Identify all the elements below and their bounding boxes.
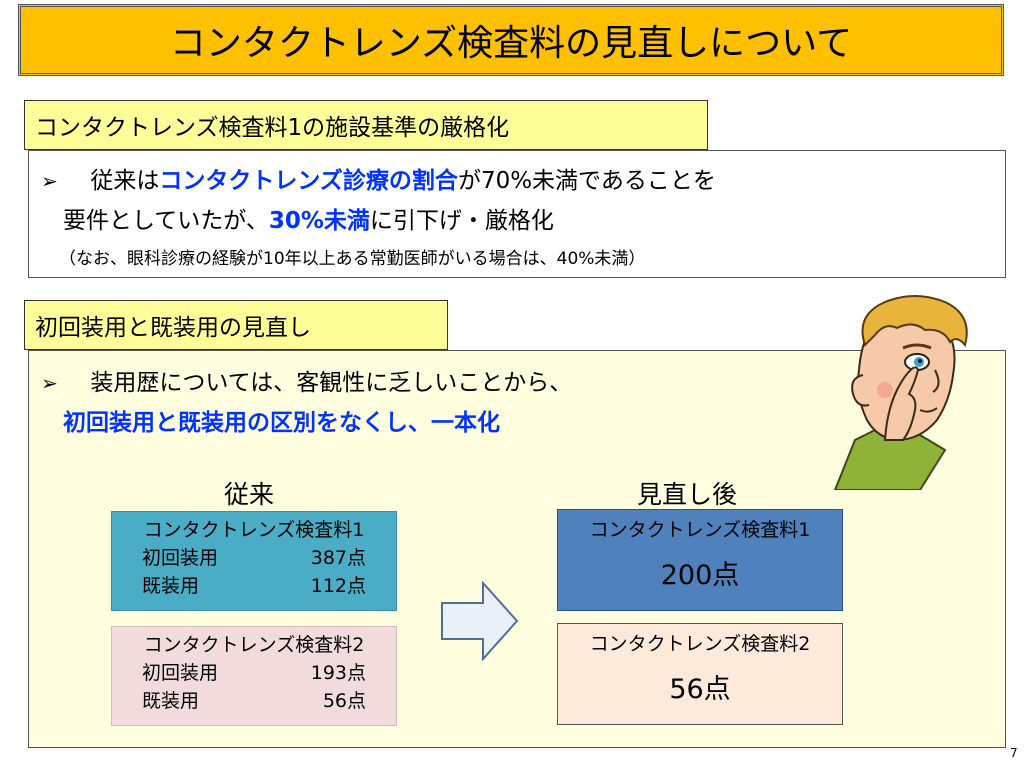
before-box1-row: 初回装用 387点 [112, 544, 396, 572]
contact-lens-person-illustration [833, 295, 968, 490]
section2-label-text: 初回装用と既装用の見直し [35, 315, 311, 341]
section1-line2-post: に引下げ・厳格化 [369, 208, 554, 234]
after-box2-value: 56点 [669, 674, 731, 705]
section1-note: （なお、眼科診療の経験が10年以上ある常勤医師がいる場合は、40%未満） [59, 249, 646, 269]
section2-panel: ➢ 装用歴については、客観性に乏しいことから、 初回装用と既装用の区別をなくし、… [28, 350, 1006, 748]
section1-line1-pre: 従来は [90, 168, 160, 194]
after-box2-title: コンタクトレンズ検査料2 [589, 633, 811, 655]
bullet-icon: ➢ [41, 371, 58, 395]
section1-line2: 要件としていたが、30%未満に引下げ・厳格化 [63, 201, 554, 235]
section1-line1: ➢ 従来はコンタクトレンズ診療の割合が70%未満であることを [41, 161, 716, 195]
before-box2-title: コンタクトレンズ検査料2 [143, 634, 365, 656]
section2-line2: 初回装用と既装用の区別をなくし、一本化 [63, 410, 500, 436]
after-box2: コンタクトレンズ検査料2 56点 [557, 623, 843, 725]
before-box2-row2-label: 既装用 [142, 690, 200, 712]
page-number: 7 [1010, 746, 1018, 760]
before-box1-row: 既装用 112点 [112, 572, 396, 600]
before-box1-row1-value: 387点 [310, 547, 366, 569]
after-box1: コンタクトレンズ検査料1 200点 [557, 509, 843, 611]
section2-line1-text: 装用歴については、客観性に乏しいことから、 [90, 370, 573, 396]
bullet-icon: ➢ [41, 169, 58, 193]
before-box2-row2-value: 56点 [322, 690, 366, 712]
slide-title: コンタクトレンズ検査料の見直しについて [169, 23, 853, 64]
section1-label-text: コンタクトレンズ検査料1の施設基準の厳格化 [35, 115, 510, 141]
before-box2: コンタクトレンズ検査料2 初回装用 193点 既装用 56点 [111, 626, 397, 726]
before-box1-row2-value: 112点 [310, 575, 366, 597]
after-box1-value: 200点 [660, 560, 740, 591]
before-box1-title: コンタクトレンズ検査料1 [143, 519, 365, 541]
before-box2-row1-label: 初回装用 [142, 662, 219, 684]
section2-label: 初回装用と既装用の見直し [24, 300, 448, 350]
right-arrow-icon [441, 581, 519, 661]
before-box1: コンタクトレンズ検査料1 初回装用 387点 既装用 112点 [111, 511, 397, 611]
before-box1-row2-label: 既装用 [142, 575, 200, 597]
slide-title-banner: コンタクトレンズ検査料の見直しについて [18, 4, 1004, 76]
after-heading: 見直し後 [637, 480, 738, 509]
section1-label: コンタクトレンズ検査料1の施設基準の厳格化 [24, 100, 708, 150]
section1-panel: ➢ 従来はコンタクトレンズ診療の割合が70%未満であることを 要件としていたが、… [28, 150, 1006, 278]
section1-line1-emphasis: コンタクトレンズ診療の割合 [159, 168, 458, 194]
before-box1-row1-label: 初回装用 [142, 547, 219, 569]
after-box1-title: コンタクトレンズ検査料1 [589, 519, 811, 541]
before-heading: 従来 [224, 480, 275, 509]
section1-line2-emphasis: 30%未満 [268, 208, 370, 234]
section1-line1-post: が70%未満であることを [457, 168, 716, 194]
section2-line1: ➢ 装用歴については、客観性に乏しいことから、 [41, 363, 572, 397]
section1-line2-pre: 要件としていたが、 [63, 208, 269, 234]
before-box2-row: 初回装用 193点 [112, 659, 396, 687]
before-box2-row1-value: 193点 [310, 662, 366, 684]
before-box2-row: 既装用 56点 [112, 687, 396, 715]
